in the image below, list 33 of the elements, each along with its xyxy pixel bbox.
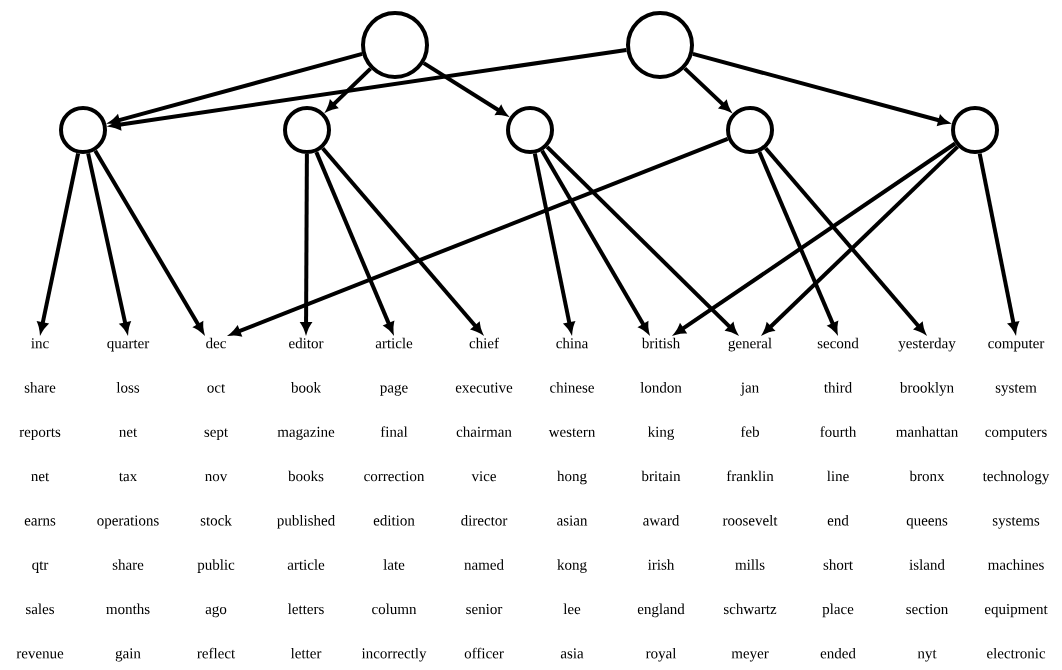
- word-list: second third fourth line end short place ended: [817, 337, 859, 659]
- arrow: [674, 141, 957, 335]
- arrow: [692, 51, 949, 126]
- circle-node: [726, 106, 774, 154]
- arrow: [314, 151, 394, 334]
- arrow: [93, 149, 204, 334]
- circle-node: [951, 106, 999, 154]
- word-list: general jan feb franklin roosevelt mills schwartz meyer: [722, 337, 778, 662]
- word-list: yesterday brooklyn manhattan bronx queens island section nyt: [896, 337, 959, 662]
- arrow: [37, 153, 81, 333]
- circle-node: [59, 106, 107, 154]
- arrow: [540, 149, 650, 334]
- arrow: [764, 146, 926, 334]
- word-list: article page final correction edition late column incorrectly: [361, 337, 427, 662]
- word-list: computer system computers technology systems machines equipment electronic: [982, 339, 1050, 659]
- arrow: [977, 153, 1019, 333]
- arrow: [545, 145, 738, 335]
- circle-node: [626, 11, 694, 79]
- arrow: [532, 153, 575, 333]
- word-list: inc share reports net earns qtr sales revenue: [16, 338, 64, 659]
- word-list: british london king britain award irish england royal: [637, 337, 685, 662]
- arrow: [321, 146, 483, 334]
- arrow: [757, 151, 838, 334]
- word-list: editor book magazine books published article letters letter: [277, 337, 335, 659]
- word-list: dec oct sept nov stock public ago reflect: [197, 337, 236, 659]
- word-list: chief executive chairman vice director named senior officer: [455, 337, 513, 659]
- word-list: china chinese western hong asian kong lee asia: [548, 337, 596, 659]
- arrow: [300, 154, 312, 333]
- arrow: [683, 66, 731, 112]
- arrow: [86, 153, 131, 333]
- arrow: [763, 145, 960, 335]
- word-list: quarter loss net tax operations share months gain: [97, 339, 159, 662]
- arrow: [230, 136, 729, 337]
